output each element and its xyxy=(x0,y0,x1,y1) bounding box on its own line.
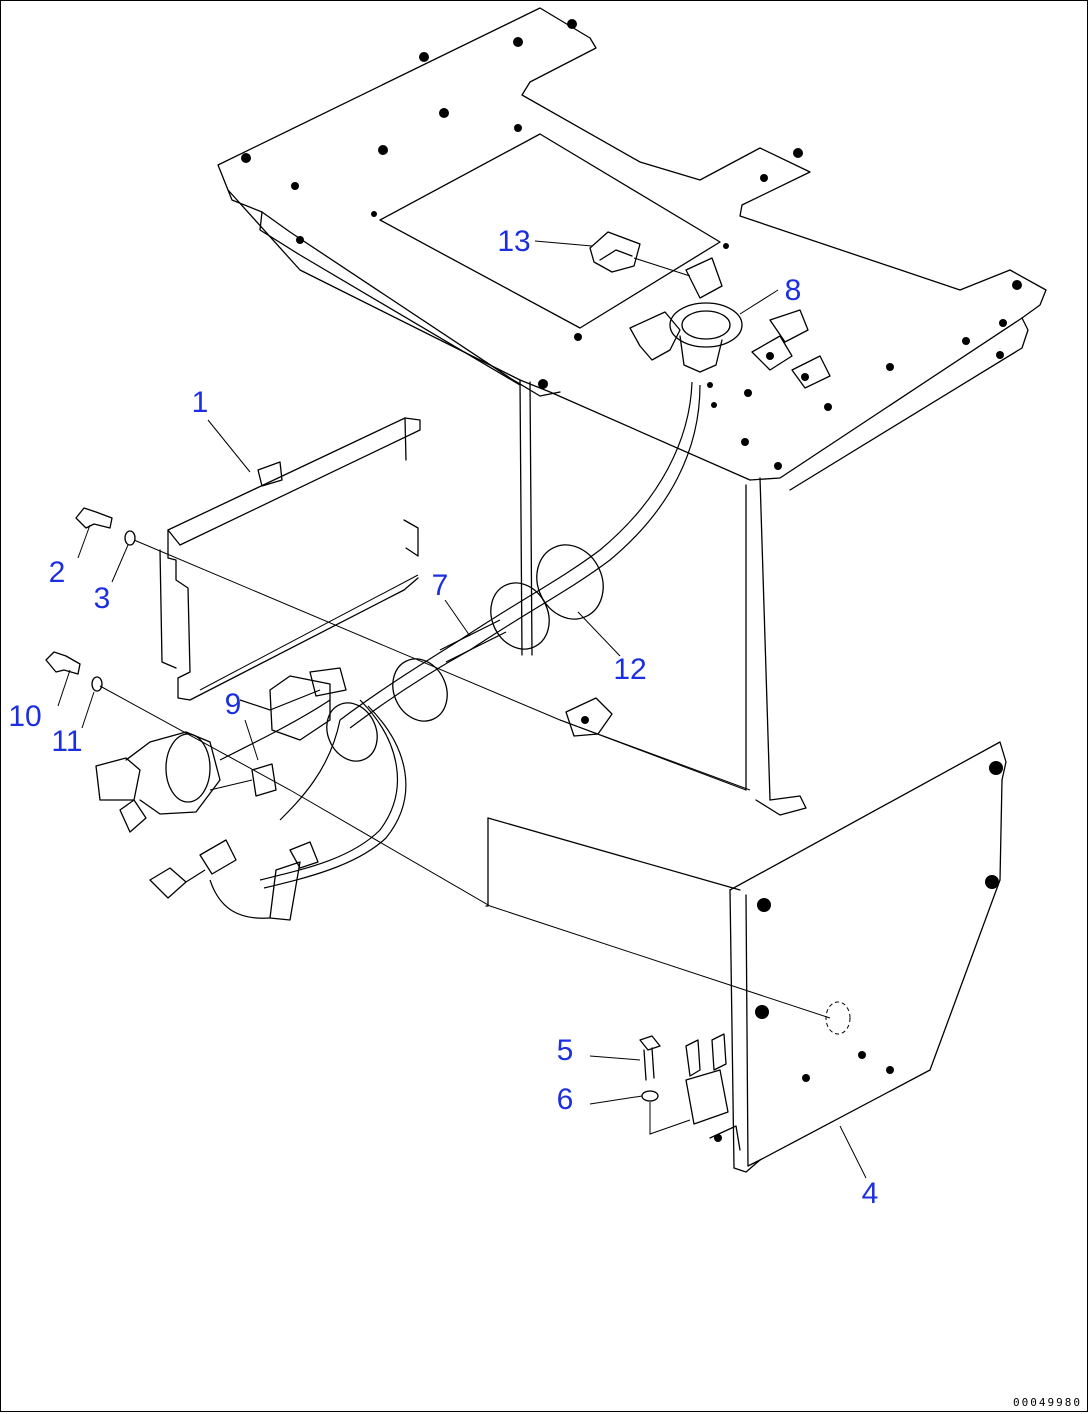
clamps-part-12 xyxy=(326,544,604,762)
cover-plate-part-1 xyxy=(159,417,421,701)
callout-6: 6 xyxy=(557,1083,574,1116)
floor-plate xyxy=(217,7,1047,816)
leader-lines xyxy=(57,240,867,1179)
callout-13: 13 xyxy=(497,225,530,258)
bracket-part-9 xyxy=(95,731,277,833)
mount-bracket xyxy=(565,697,613,737)
callout-8: 8 xyxy=(785,274,802,307)
grommet-part-8 xyxy=(669,302,743,408)
callout-5: 5 xyxy=(557,1034,574,1067)
callout-1: 1 xyxy=(192,386,209,419)
callout-10: 10 xyxy=(8,700,41,733)
callout-12: 12 xyxy=(613,653,646,686)
side-panel-part-4 xyxy=(485,741,1007,1173)
connector-part-13 xyxy=(589,231,723,299)
assembly-lines xyxy=(99,539,831,1019)
floor-brackets xyxy=(629,309,831,389)
callout-3: 3 xyxy=(94,582,111,615)
callout-labels: 1 2 3 4 5 6 7 8 9 10 11 12 13 xyxy=(8,225,878,1210)
callout-4: 4 xyxy=(862,1177,879,1210)
callout-7: 7 xyxy=(432,569,449,602)
harness-part-7 xyxy=(149,381,701,921)
bolt-washer-5-6 xyxy=(639,1035,691,1135)
bolts-washers xyxy=(45,507,136,692)
callout-9: 9 xyxy=(225,688,242,721)
callout-11: 11 xyxy=(51,725,82,758)
drawing-id: 00049980 xyxy=(1013,1396,1082,1409)
callout-2: 2 xyxy=(49,556,66,589)
